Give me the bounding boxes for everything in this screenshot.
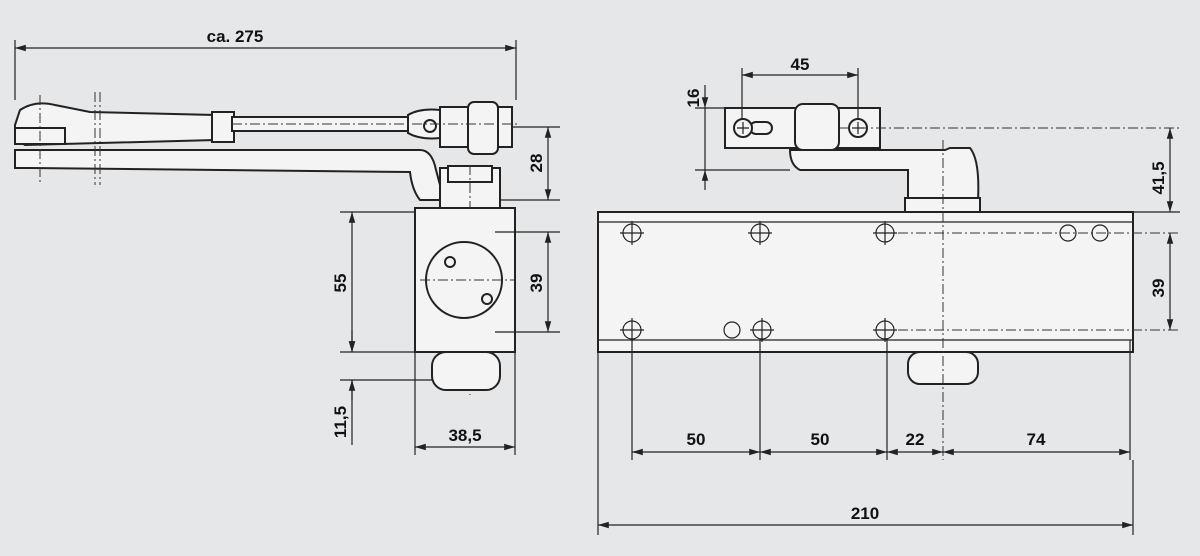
dimension-bracket-offset: 16 — [684, 85, 790, 190]
dim-label-overall-length: ca. 275 — [207, 27, 264, 46]
dimension-hole-pitch-chain: 50 50 22 74 — [631, 340, 1131, 460]
dim-label-bracket-offset: 16 — [684, 89, 703, 108]
dim-label-body-height: 55 — [331, 274, 350, 293]
dimension-overall-length-front: 210 — [597, 352, 1134, 535]
dim-label-body-width: 38,5 — [448, 426, 481, 445]
dim-label-bottom-offset: 11,5 — [331, 406, 350, 438]
dim-label-spacing-2: 50 — [811, 430, 830, 449]
dimension-body-height: 55 — [331, 211, 432, 353]
dim-label-hole-spacing: 39 — [527, 274, 546, 293]
dimension-hole-spacing-side: 39 — [495, 231, 560, 333]
dim-label-hole-spacing-front: 39 — [1149, 279, 1168, 298]
dimension-bracket-width: 45 — [741, 55, 859, 120]
dim-label-spacing-1: 50 — [687, 430, 706, 449]
dim-label-arm-height: 28 — [527, 154, 546, 173]
dim-label-arm-height-front: 41,5 — [1149, 161, 1168, 194]
dimension-bottom-offset: 11,5 — [331, 330, 432, 445]
dim-label-spacing-4: 74 — [1027, 430, 1046, 449]
mounting-bracket — [724, 103, 981, 213]
dimension-hole-spacing-front: 39 — [1149, 233, 1174, 330]
dim-label-overall-length-front: 210 — [851, 504, 879, 523]
dim-label-spacing-3: 22 — [906, 430, 925, 449]
dimension-arm-height-front: 41,5 — [978, 128, 1180, 213]
closer-body-front — [597, 127, 1180, 460]
dimension-overall-length: ca. 275 — [14, 27, 517, 100]
mounting-holes — [620, 221, 1109, 342]
dimension-arm-height: 28 — [500, 126, 560, 201]
front-view: 45 16 41,5 39 50 50 — [597, 55, 1180, 535]
side-view: ca. 275 28 55 39 11,5 38,5 — [13, 27, 560, 455]
dim-label-bracket-width: 45 — [791, 55, 810, 74]
closer-arm — [13, 92, 520, 395]
dimension-body-width: 38,5 — [414, 352, 516, 455]
closer-body-side — [414, 207, 516, 391]
